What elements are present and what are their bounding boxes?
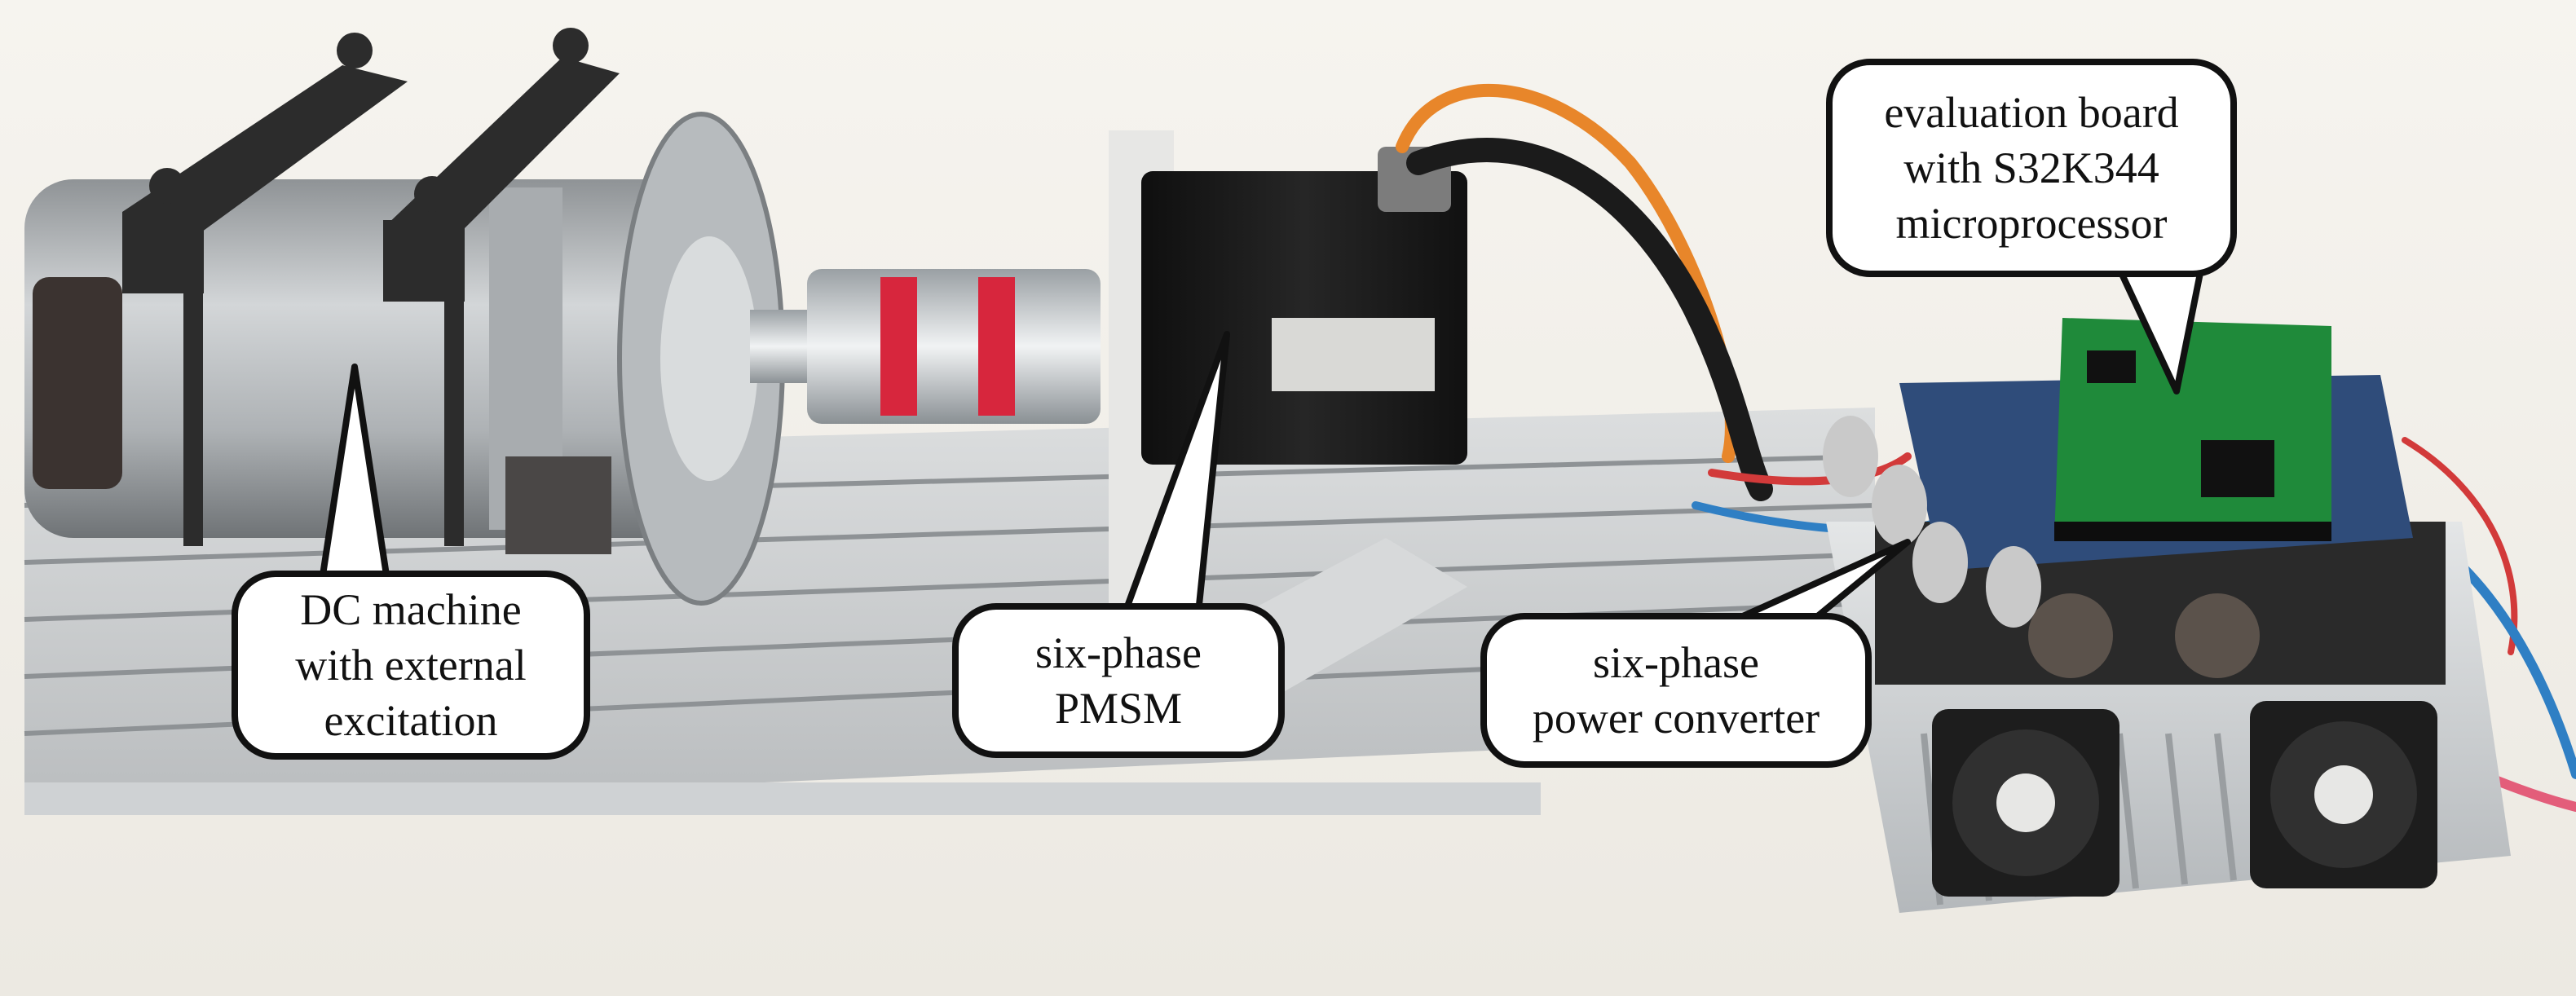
dc-machine-callout-line-1: DC machine bbox=[300, 585, 522, 634]
evaluation-board-callout-line-1: evaluation board bbox=[1884, 88, 2179, 137]
evaluation-board-callout: evaluation board with S32K344 microproce… bbox=[1826, 59, 2237, 277]
cooling-fan-icon bbox=[1932, 709, 2119, 897]
cooling-fan-icon bbox=[2250, 701, 2437, 888]
pmsm-callout-line-1: six-phase bbox=[1035, 628, 1202, 677]
dc-machine-callout: DC machine with external excitation bbox=[232, 571, 590, 760]
evaluation-board-icon bbox=[1823, 318, 2413, 628]
dc-machine-icon bbox=[24, 28, 785, 606]
pmsm-callout: six-phase PMSM bbox=[952, 603, 1285, 758]
shaft-coupling-icon bbox=[750, 269, 1101, 424]
dc-machine-callout-line-2: with external bbox=[295, 641, 527, 690]
evaluation-board-callout-line-3: microprocessor bbox=[1895, 199, 2168, 248]
power-converter-callout-line-1: six-phase bbox=[1593, 638, 1759, 687]
pmsm-callout-line-2: PMSM bbox=[1054, 684, 1183, 733]
dc-machine-callout-line-3: excitation bbox=[324, 696, 498, 745]
power-converter-callout-line-2: power converter bbox=[1532, 694, 1820, 743]
power-converter-callout: six-phase power converter bbox=[1480, 613, 1872, 768]
evaluation-board-callout-line-2: with S32K344 bbox=[1903, 143, 2159, 192]
